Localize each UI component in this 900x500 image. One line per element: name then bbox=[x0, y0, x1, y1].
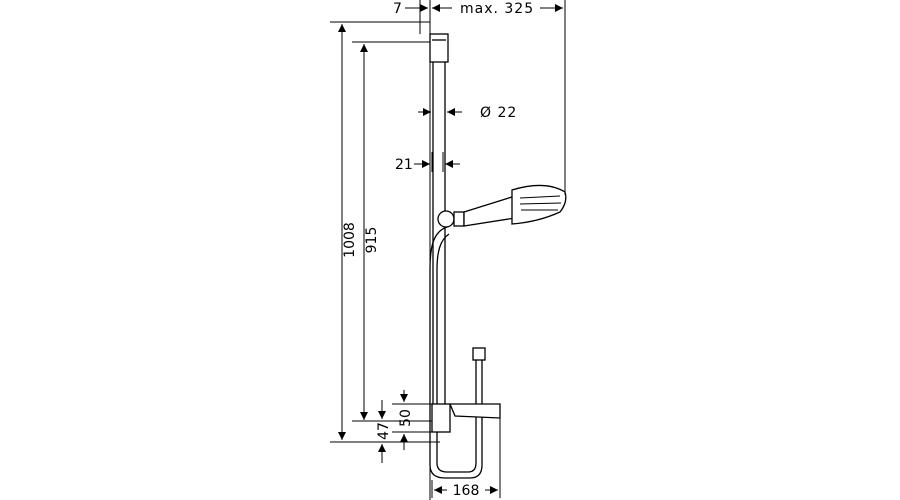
shower-rail-set bbox=[429, 0, 567, 500]
slider-knob bbox=[437, 210, 455, 228]
dimension-lines bbox=[330, 0, 566, 498]
dim-rail-depth: 21 bbox=[395, 157, 413, 173]
hand-shower-head bbox=[511, 184, 567, 225]
top-bracket bbox=[429, 33, 449, 63]
soap-dish bbox=[449, 403, 501, 419]
dim-soap-dish-width: 168 bbox=[453, 483, 480, 499]
dim-bottom-offset: 47 bbox=[376, 422, 392, 440]
dim-rail-height: 915 bbox=[364, 227, 380, 254]
hand-shower-handle bbox=[463, 195, 516, 227]
dim-total-height: 1008 bbox=[342, 222, 358, 258]
dim-rail-diameter: Ø 22 bbox=[480, 105, 517, 121]
dim-max-reach: max. 325 bbox=[460, 1, 534, 17]
hose-connector bbox=[472, 347, 486, 361]
dim-lower-bracket: 50 bbox=[398, 409, 414, 427]
shower-hose bbox=[429, 226, 483, 479]
dim-wall-offset: 7 bbox=[393, 1, 402, 17]
lower-bracket bbox=[431, 403, 451, 433]
slider-body bbox=[453, 211, 465, 227]
